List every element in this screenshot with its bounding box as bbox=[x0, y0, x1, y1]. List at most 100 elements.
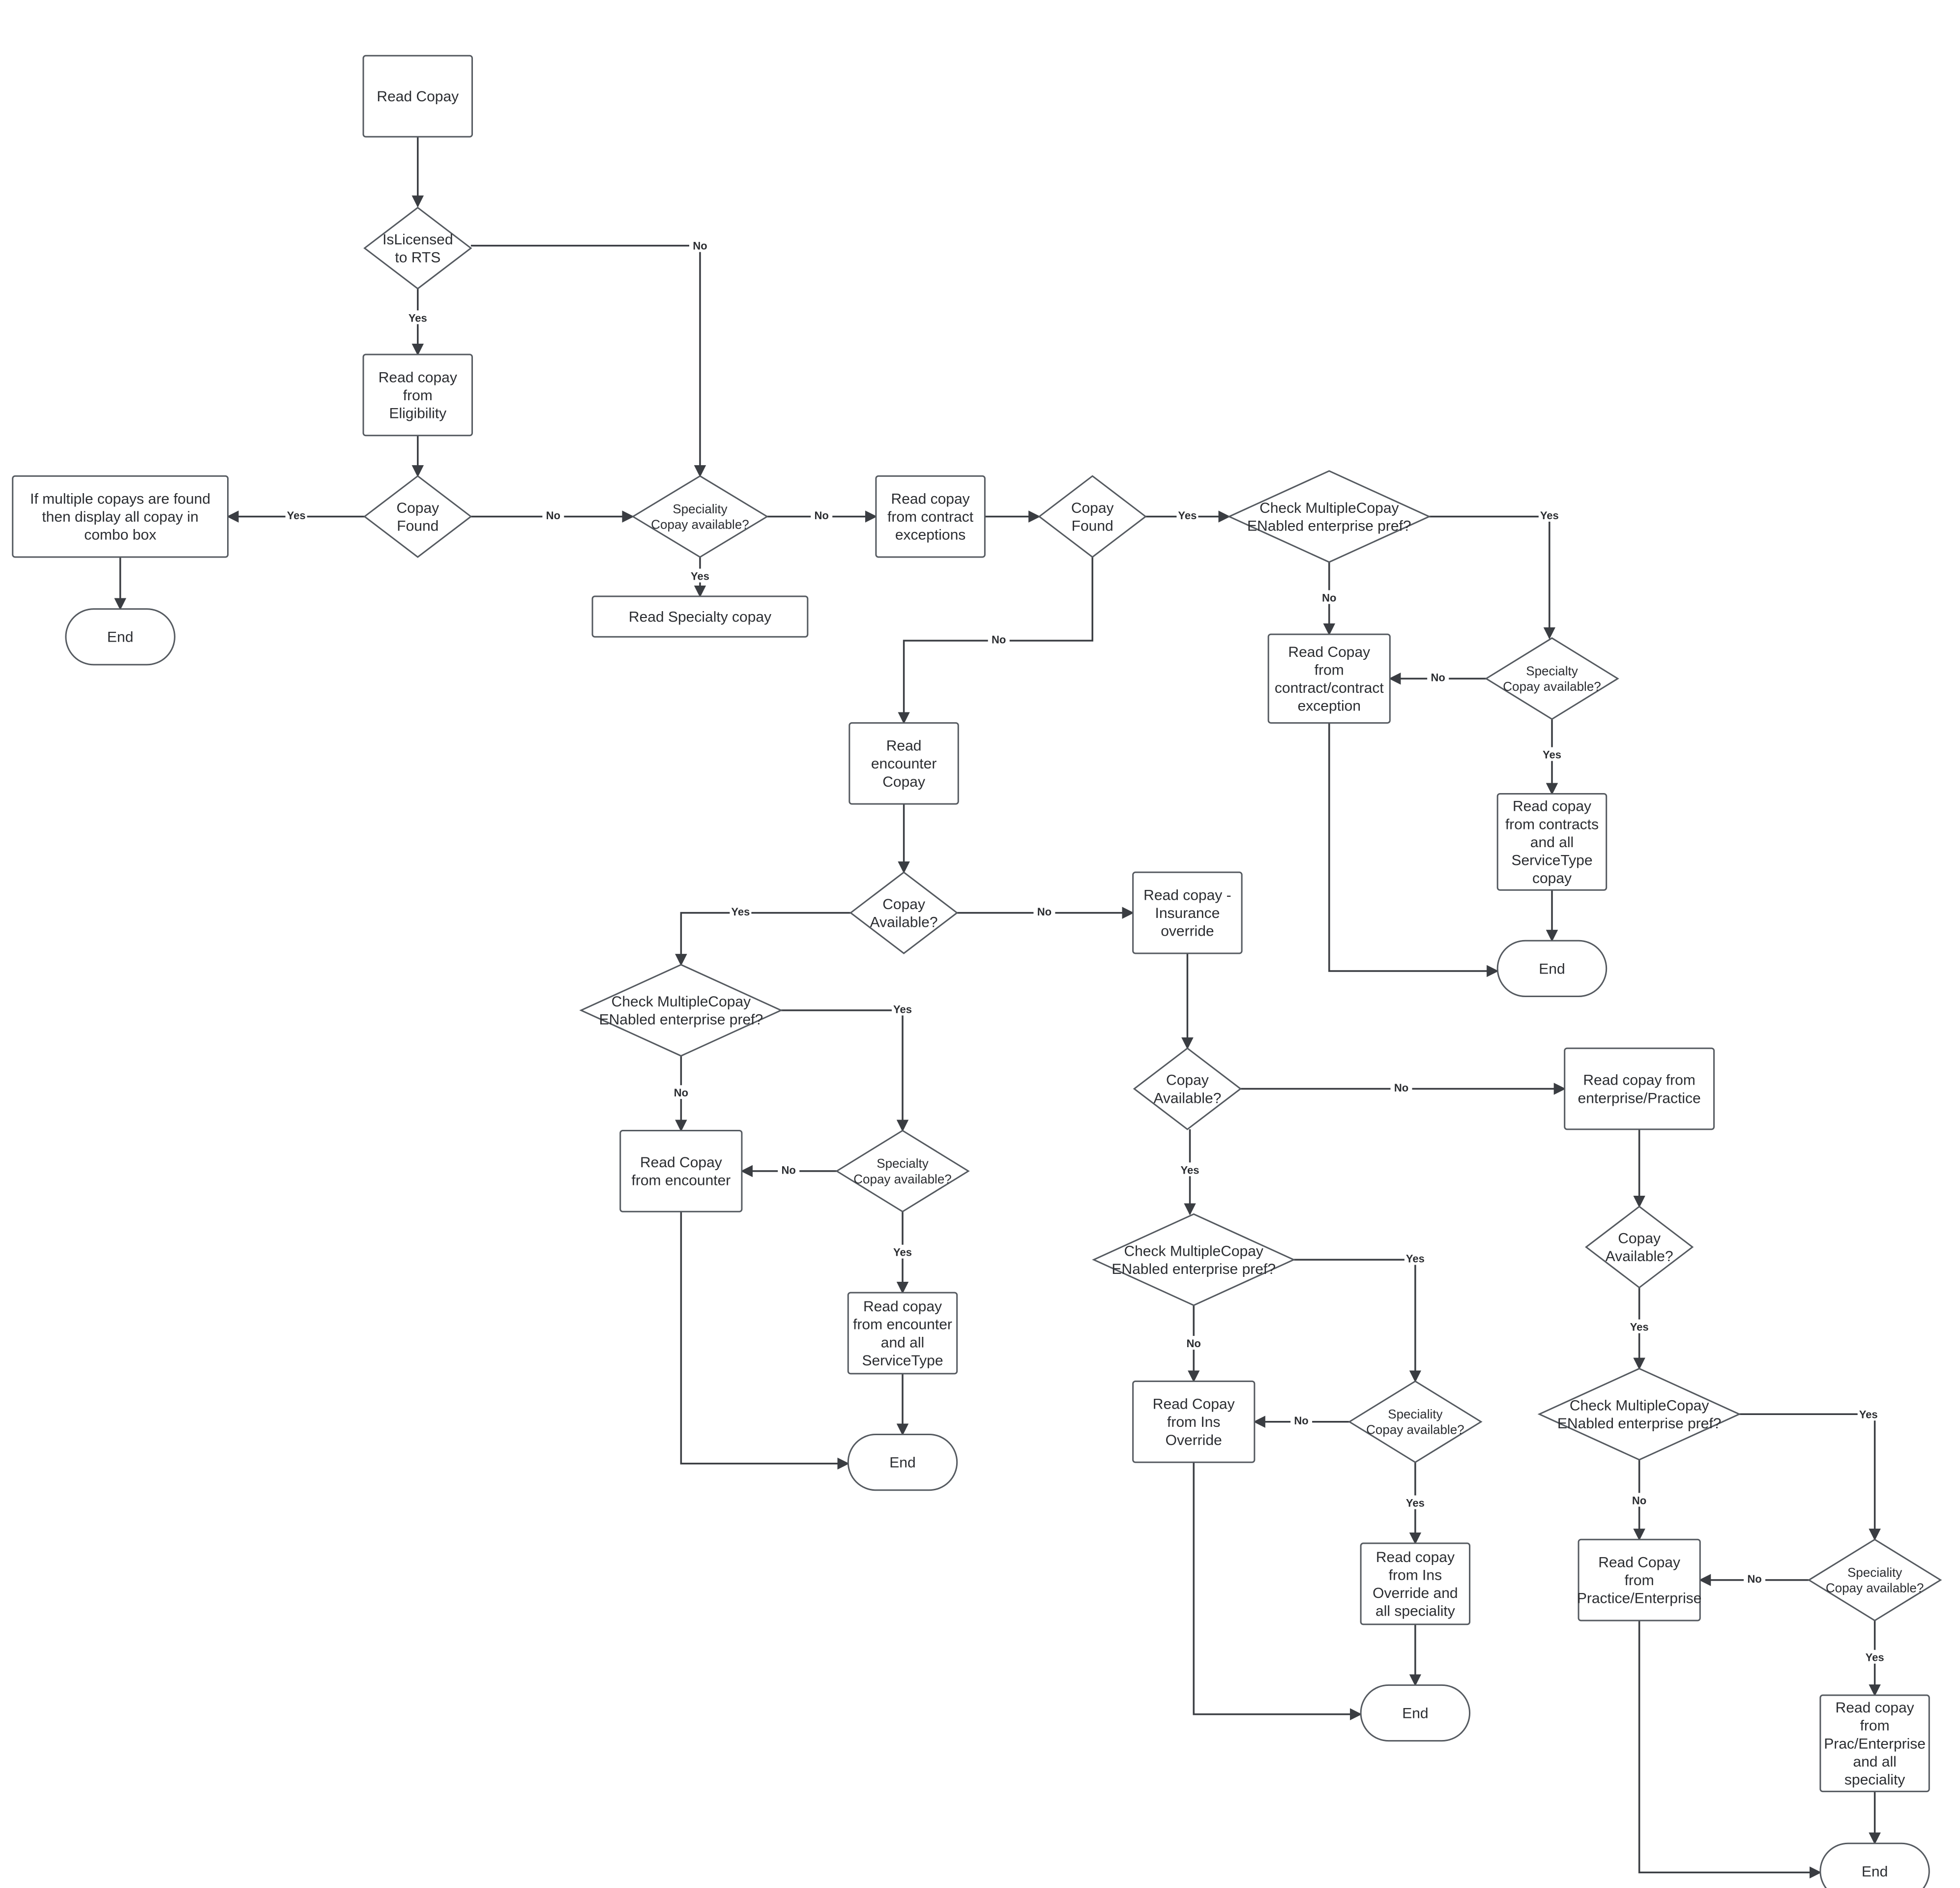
edge-label-yes: Yes bbox=[1404, 1251, 1426, 1265]
decision-diamond bbox=[1038, 475, 1147, 558]
edge-label-no: No bbox=[1183, 1336, 1205, 1350]
node-label-line: Read copay from bbox=[1583, 1072, 1695, 1089]
node-label-line: from contracts bbox=[1505, 816, 1599, 832]
edge-label-background bbox=[1183, 1336, 1205, 1350]
edge-label-text: Yes bbox=[1543, 749, 1561, 761]
decision-diamond bbox=[1227, 470, 1431, 563]
edge-label-text: No bbox=[1747, 1573, 1761, 1585]
decision-diamond bbox=[363, 475, 472, 558]
edge-label-yes: Yes bbox=[1628, 1319, 1650, 1333]
node-label-line: Read copay bbox=[379, 369, 457, 385]
node-label-line: Prac/Enterprise bbox=[1824, 1736, 1926, 1752]
node-label-line: ServiceType bbox=[1511, 853, 1592, 869]
edge-label-background bbox=[1176, 508, 1199, 522]
edge-label-text: Yes bbox=[1859, 1408, 1878, 1420]
node-label-line: and all bbox=[1853, 1754, 1896, 1770]
edge-label-text: No bbox=[1431, 672, 1445, 684]
edge-label-text: Yes bbox=[409, 312, 427, 324]
edge-label-background bbox=[285, 508, 307, 522]
edge-label-no: No bbox=[1744, 1571, 1765, 1585]
node-label-line: Read copay bbox=[1836, 1700, 1914, 1716]
connector-arrow bbox=[1293, 1259, 1422, 1383]
process-box bbox=[875, 475, 986, 558]
process-box bbox=[1132, 1380, 1256, 1463]
edge-label-no: No bbox=[778, 1162, 800, 1177]
decision-diamond bbox=[1348, 1380, 1483, 1463]
process-box bbox=[12, 475, 229, 558]
edge-label-text: No bbox=[1394, 1082, 1408, 1094]
process-box bbox=[619, 1129, 743, 1212]
node-label-line: Speciality bbox=[1388, 1407, 1442, 1421]
edge-label-text: Yes bbox=[893, 1246, 912, 1259]
process-box bbox=[1496, 793, 1608, 891]
edge-label-background bbox=[670, 1085, 692, 1099]
node-label-line: from bbox=[1625, 1572, 1654, 1589]
terminator-shape bbox=[1360, 1684, 1471, 1742]
decision-diamond bbox=[363, 206, 472, 290]
process-box bbox=[362, 354, 473, 437]
edge-label-yes: Yes bbox=[1179, 1162, 1201, 1177]
node-label-line: from Ins bbox=[1389, 1567, 1442, 1584]
node-end-1: End bbox=[65, 608, 176, 666]
node-read-copay: Read Copay bbox=[362, 55, 473, 138]
decision-diamond bbox=[1537, 1367, 1741, 1461]
node-label: End bbox=[1862, 1863, 1888, 1880]
edge-label-no: No bbox=[1033, 904, 1055, 918]
edge-label-text: Yes bbox=[287, 509, 306, 522]
edge-label-background bbox=[1628, 1319, 1650, 1333]
node-label-line: from encounter bbox=[632, 1173, 731, 1189]
connector-arrow bbox=[680, 1211, 849, 1470]
node-label-line: from Ins bbox=[1167, 1414, 1220, 1430]
decision-diamond bbox=[579, 964, 783, 1057]
edge-label-yes: Yes bbox=[1538, 508, 1560, 522]
edge-label-background bbox=[407, 310, 429, 324]
edge-label-background bbox=[1857, 1407, 1879, 1421]
edge-label-no: No bbox=[1390, 1080, 1412, 1094]
process-box bbox=[1819, 1694, 1930, 1793]
node-label-line: copay bbox=[1532, 870, 1572, 886]
edge-label-background bbox=[778, 1162, 800, 1177]
edge-label-background bbox=[1179, 1162, 1201, 1177]
node-label-line: Override bbox=[1166, 1432, 1222, 1448]
node-label-line: speciality bbox=[1844, 1772, 1905, 1788]
edge-label-no: No bbox=[542, 508, 564, 522]
edge-label-background bbox=[1404, 1251, 1426, 1265]
edge-label-background bbox=[1744, 1571, 1765, 1585]
node-label-line: Copay available? bbox=[651, 517, 749, 532]
edge-label-no: No bbox=[1628, 1493, 1650, 1507]
edge-label-background bbox=[811, 508, 833, 522]
node-label-line: from bbox=[403, 387, 433, 404]
node-label-line: and all bbox=[1530, 834, 1574, 851]
node-label-line: all speciality bbox=[1375, 1603, 1455, 1620]
decision-diamond bbox=[1092, 1213, 1296, 1306]
edge-label-background bbox=[689, 238, 711, 252]
node-label-line: Read Copay bbox=[1598, 1555, 1680, 1571]
decision-diamond bbox=[1807, 1538, 1942, 1622]
node-end-2: End bbox=[1496, 940, 1608, 998]
node-label-line: and all bbox=[881, 1334, 924, 1351]
edge-label-yes: Yes bbox=[1176, 508, 1199, 522]
decision-diamond bbox=[849, 871, 959, 954]
